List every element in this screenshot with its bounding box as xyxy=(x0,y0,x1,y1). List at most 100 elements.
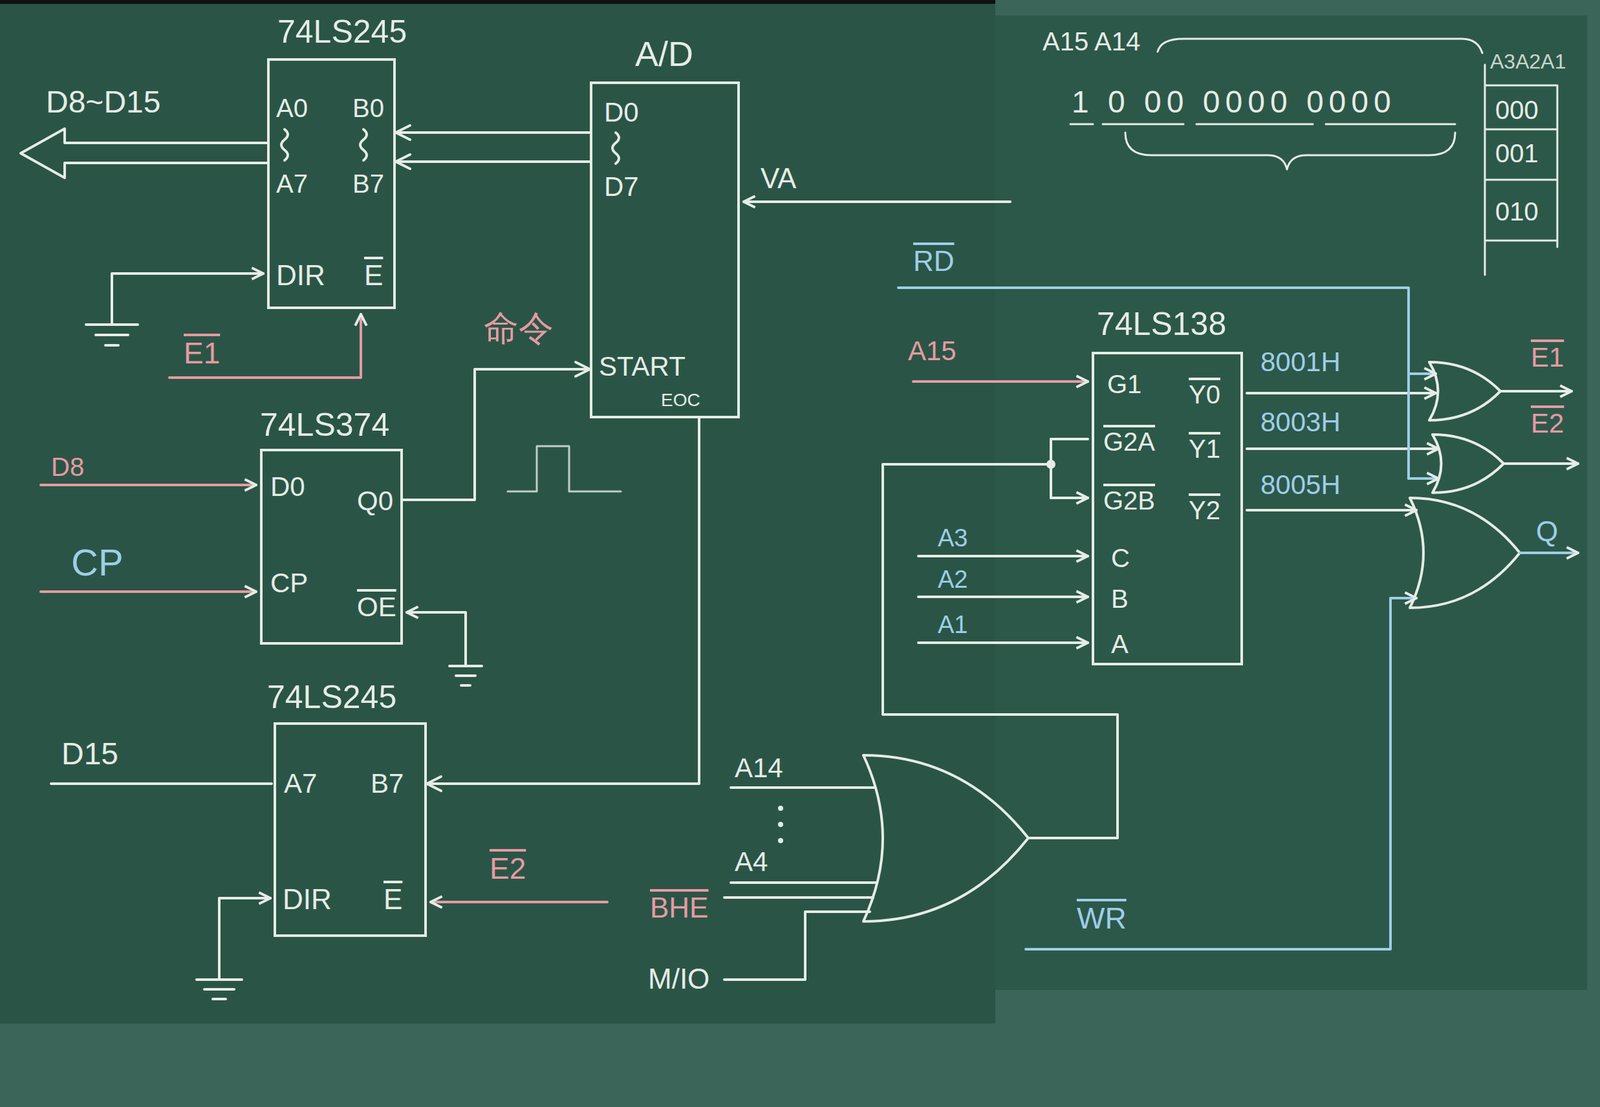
pin-label: Q0 xyxy=(356,486,394,517)
connector-line xyxy=(395,131,590,134)
pin-label: START xyxy=(598,351,686,382)
pin-label: EOC xyxy=(660,390,701,411)
decoder-enable-wire xyxy=(882,439,1118,839)
connector-line xyxy=(426,418,700,784)
wr-wire xyxy=(1025,598,1417,950)
address-wire xyxy=(918,554,1088,558)
connector xyxy=(395,125,590,169)
signal-label: E2 xyxy=(489,852,526,886)
rd-wire xyxy=(1408,372,1436,376)
ellipsis-dot xyxy=(778,805,784,811)
pin-label: A0 xyxy=(276,93,308,123)
digit-underline xyxy=(1070,123,1456,126)
signal-label: D8~D15 xyxy=(45,85,161,120)
or-gate xyxy=(1429,362,1501,421)
or-gate xyxy=(1409,497,1520,608)
signal-label: A1 xyxy=(937,611,968,639)
signal-label: A15 xyxy=(908,336,957,367)
top-brace xyxy=(1157,38,1483,54)
pin-label: E xyxy=(364,259,383,292)
decoder-enable-wire xyxy=(1050,439,1088,498)
ground-symbol xyxy=(196,979,242,1000)
pin-label: DIR xyxy=(282,884,332,916)
rd-wire xyxy=(898,287,1409,479)
gate-output-wire xyxy=(1503,462,1579,465)
or-gate xyxy=(863,755,1029,922)
pin-label: C xyxy=(1111,543,1130,573)
pin-label: CP xyxy=(270,568,308,599)
signal-label: A3 xyxy=(937,525,968,553)
or-gate xyxy=(1432,434,1504,493)
bus-squiggle xyxy=(281,129,288,161)
oe-wire xyxy=(406,612,466,667)
arrow-head xyxy=(426,776,442,791)
signal-label: CP xyxy=(71,541,124,584)
d8-wire xyxy=(40,483,257,487)
pin-label: B xyxy=(1111,584,1129,614)
pin-label: DIR xyxy=(276,259,326,292)
chip-name: 74LS138 xyxy=(1096,306,1227,343)
signal-label: E2 xyxy=(1530,408,1564,439)
pin-label: G2A xyxy=(1103,427,1156,456)
enable-wire xyxy=(430,900,608,904)
data-bus-arrow xyxy=(20,128,268,178)
chip-box: 74LS374D0Q0CPOE xyxy=(259,448,403,645)
chip-box: 74LS245A0B0A7B7DIRE xyxy=(267,58,396,310)
pin-label: B0 xyxy=(352,93,385,123)
gate-output-wire xyxy=(1500,389,1572,393)
signal-label: 8001H xyxy=(1260,347,1341,378)
right-board xyxy=(995,15,1588,991)
table-lines xyxy=(1484,64,1558,275)
pin-label: D0 xyxy=(270,472,306,502)
pin-label: A7 xyxy=(283,768,317,799)
chip-name: 74LS245 xyxy=(267,679,397,716)
signal-label: D15 xyxy=(61,737,119,772)
signal-label: M/IO xyxy=(648,963,710,995)
signal-label: 8003H xyxy=(1260,407,1341,438)
arrow-head xyxy=(395,125,411,140)
chip-box: 74LS245A7B7DIRE xyxy=(273,722,427,938)
address-wire xyxy=(918,641,1088,645)
chip-box: 74LS138G1G2AG2BCBAY0Y1Y2 xyxy=(1091,351,1244,666)
signal-label: BHE xyxy=(649,892,709,924)
analog-input-wire xyxy=(743,200,1011,204)
pin-label: Y1 xyxy=(1188,434,1221,464)
chip-name: A/D xyxy=(635,34,694,74)
signal-label: 000 xyxy=(1495,95,1539,125)
address-wire xyxy=(918,595,1088,599)
signal-label: A3A2A1 xyxy=(1490,50,1566,74)
arrow-head xyxy=(575,362,590,377)
pin-label: E xyxy=(383,884,403,916)
chip-name: 74LS245 xyxy=(277,14,407,50)
ellipsis-dot xyxy=(778,838,784,844)
signal-label: RD xyxy=(913,245,955,277)
signal-label: Q xyxy=(1535,516,1558,548)
dir-wire xyxy=(219,898,271,980)
connector xyxy=(426,418,700,791)
pin-label: G1 xyxy=(1107,369,1142,399)
gate-output-wire xyxy=(1519,551,1579,555)
pin-label: OE xyxy=(356,592,397,623)
pin-label: Y2 xyxy=(1188,496,1221,525)
pin-label: D7 xyxy=(604,172,639,202)
signal-label: 8005H xyxy=(1260,470,1341,500)
signal-label: 命令 xyxy=(483,309,554,348)
junction-dot xyxy=(1046,459,1056,469)
connector-line xyxy=(395,160,590,163)
bottom-brace xyxy=(1125,132,1456,170)
signal-label: 010 xyxy=(1495,197,1539,226)
pulse-sketch xyxy=(507,446,621,492)
dir-wire xyxy=(111,273,264,325)
pin-label: G2B xyxy=(1103,486,1156,515)
left-board xyxy=(0,0,996,1024)
signal-label: E1 xyxy=(1530,342,1564,373)
chip-name: 74LS374 xyxy=(259,407,390,444)
pin-label: A xyxy=(1111,629,1129,659)
connector xyxy=(402,362,590,500)
pin-label: B7 xyxy=(352,169,385,198)
pin-label: A7 xyxy=(276,169,308,198)
signal-label: A2 xyxy=(937,566,968,594)
